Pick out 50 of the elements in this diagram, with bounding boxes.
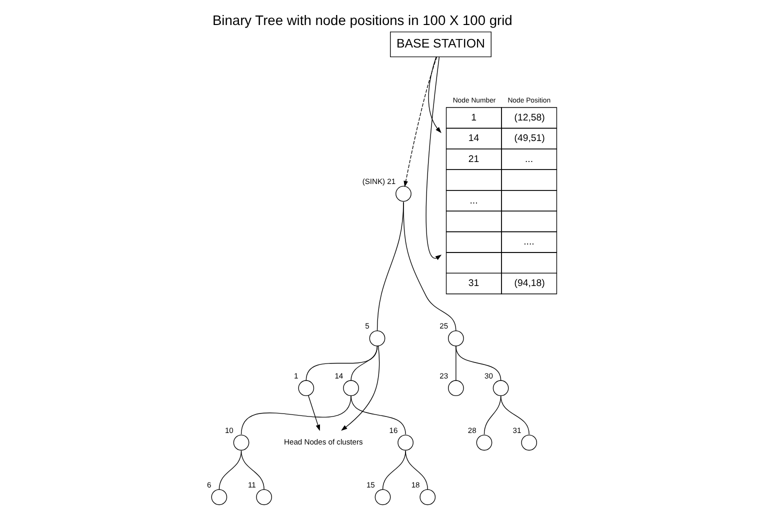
node-label: 18 — [410, 480, 420, 490]
node-label: 31 — [512, 426, 521, 435]
diagram-title: Binary Tree with node positions in 100 X 100 grid — [212, 13, 512, 28]
connector — [350, 395, 406, 435]
node-label: 23 — [439, 371, 448, 380]
node-label: 6 — [206, 480, 211, 490]
arrow — [340, 346, 380, 431]
connector — [218, 450, 242, 490]
connector — [455, 346, 456, 381]
connector — [402, 202, 456, 332]
node-circle — [232, 434, 249, 451]
node-text: Head Nodes of clusters — [284, 438, 362, 447]
node-circle — [298, 380, 314, 396]
node-label: 25 — [439, 322, 448, 331]
node-circle — [448, 380, 464, 396]
node-circle — [476, 434, 492, 451]
node-label: 14 — [334, 371, 343, 380]
connector — [404, 450, 428, 490]
node-circle — [342, 380, 358, 396]
node-circle — [256, 489, 272, 506]
arrow — [428, 56, 441, 134]
node-circle — [492, 380, 508, 396]
node-label: 5 — [364, 322, 369, 331]
node-label: 1 — [294, 371, 298, 380]
node-label: 11 — [248, 480, 256, 490]
node-circle — [448, 330, 464, 346]
arrow — [308, 395, 320, 432]
node-label: (SINK) 21 — [362, 177, 396, 186]
node-circle — [210, 489, 227, 506]
connector — [455, 346, 501, 381]
node-label: 15 — [366, 480, 374, 490]
node-label: 16 — [388, 426, 398, 435]
connector — [240, 395, 351, 435]
connector — [382, 450, 406, 490]
node-circle — [520, 434, 537, 451]
node-label: 30 — [484, 371, 492, 380]
node-circle — [368, 330, 385, 346]
node-circle — [374, 489, 390, 506]
connector — [350, 346, 378, 381]
connector — [305, 346, 378, 381]
arrow — [403, 56, 437, 188]
connector — [240, 450, 264, 490]
node-label: 28 — [467, 426, 476, 435]
node-circle — [397, 434, 413, 451]
node-circle — [395, 186, 411, 202]
connector — [500, 395, 529, 435]
arrow — [425, 56, 442, 260]
node-circle — [419, 489, 436, 506]
node-label: 10 — [224, 426, 233, 435]
node-box: BASE STATION — [390, 32, 491, 58]
